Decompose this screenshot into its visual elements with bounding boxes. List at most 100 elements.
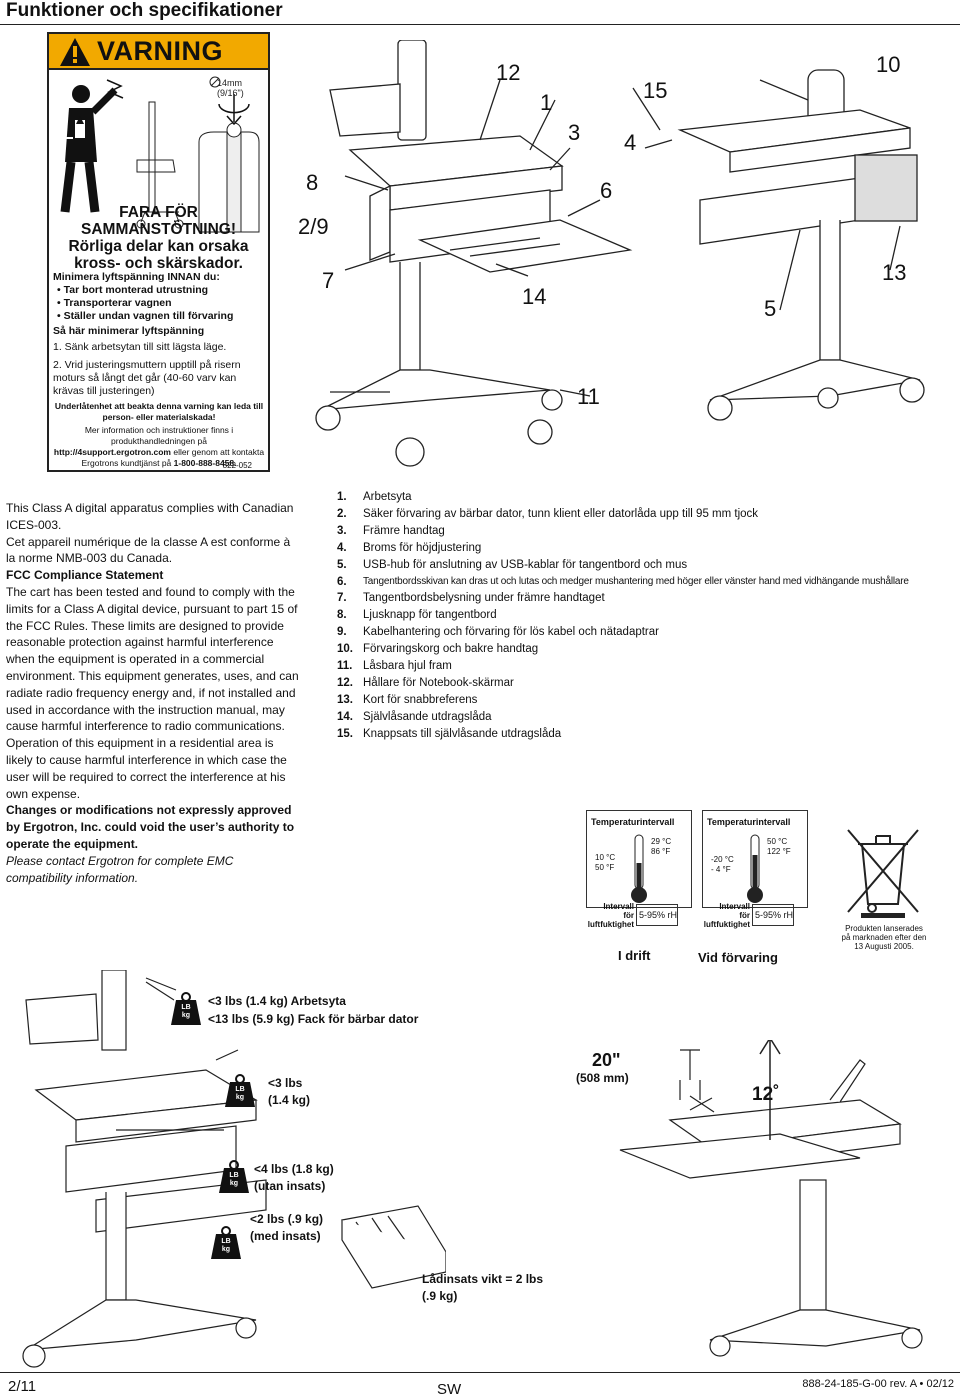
weight-unit-kg: kg [181, 1012, 191, 1019]
weight-unit-lb: LB [229, 1172, 239, 1179]
page-title: Funktioner och specifikationer [6, 0, 283, 21]
fcc-statement: The cart has been tested and found to co… [6, 584, 299, 801]
more-info-text: eller genom att kontakta Ergotrons kundt… [81, 447, 265, 468]
weight-unit-kg: kg [235, 1094, 245, 1101]
legend-item: 9. Kabelhantering och förvaring för lös k… [337, 624, 957, 641]
weight-drawer-no-insert: <4 lbs (1.8 kg) [254, 1162, 334, 1176]
danger-heading: FARA FÖR SAMMANSTÖTNING! Rörliga delar k… [49, 204, 268, 272]
wrench-size-label: 14mm (9/16") [217, 78, 244, 98]
weight-drawer-insert: <2 lbs (.9 kg) [250, 1212, 324, 1226]
humidity-label-line: för [739, 911, 750, 920]
bullet-text: Ställer undan vagnen till förvaring [63, 310, 234, 322]
temp-high-c: 50 °C [767, 837, 788, 846]
height-range: 20" [592, 1050, 621, 1070]
failure-warning: Underlåtenhet att beakta denna varning k… [54, 401, 264, 422]
legend-text: Tangentbordsskivan kan dras ut och lutas… [363, 575, 909, 587]
humidity-label-line: Intervall [719, 902, 750, 911]
humidity-range: 5-95% rH [752, 904, 794, 926]
warning-triangle-icon [60, 38, 90, 66]
danger-line: Rörliga delar kan orsaka [68, 238, 249, 255]
weight-keyboard-tray-kg: (1.4 kg) [268, 1093, 311, 1107]
legend-text: Tangentbordsbelysning under främre handt… [363, 592, 605, 605]
legend-item: 14.Självlåsande utdragslåda [337, 709, 957, 726]
legend-number: 12. [337, 676, 353, 689]
compliance-text: This Class A digital apparatus complies … [6, 500, 302, 886]
danger-line: SAMMANSTÖTNING! [81, 221, 236, 238]
temp-high-f: 86 °F [651, 847, 671, 856]
legend-item: 13.Kort för snabbreferens [337, 692, 957, 709]
feature-legend: 1. Arbetsyta 2. Säker förvaring av bärbar d… [337, 489, 957, 743]
humidity-label: Intervall för luftfuktighet [586, 902, 634, 929]
weight-icon [211, 1226, 241, 1259]
height-range-mm: (508 mm) [576, 1071, 629, 1085]
legend-text: Kabelhantering och förvaring för lös kab… [363, 626, 659, 639]
callout-2-9: 2/9 [298, 214, 329, 239]
legend-item: 15.Knappsats till självlåsande utdragslå… [337, 726, 957, 743]
more-info-text: Mer information och instruktioner finns … [84, 425, 234, 446]
weight-worksurface: <3 lbs (1.4 kg) Arbetsyta [208, 994, 346, 1008]
page-number: 2/11 [8, 1378, 37, 1395]
legend-text: Förvaringskorg och bakre handtag [363, 643, 539, 656]
how-to-heading: Så här minimerar lyftspänning [53, 325, 205, 337]
legend-number: 7. [337, 592, 347, 605]
legend-text: Arbetsyta [363, 491, 412, 503]
legend-number: 8. [337, 609, 347, 622]
support-phone: 1-800-888-8458. [173, 458, 237, 468]
legend-number: 11. [337, 660, 353, 673]
weight-unit-lb: LB [235, 1086, 245, 1093]
legend-text: Broms för höjdjustering [363, 541, 482, 554]
weight-laptop-tray: <13 lbs (5.9 kg) Fack för bärbar dator [208, 1012, 419, 1026]
legend-item: 4. Broms för höjdjustering [337, 540, 957, 557]
callout-6: 6 [600, 178, 613, 203]
label-code: 822-052 [222, 461, 252, 470]
callout-11: 11 [577, 384, 600, 409]
legend-item: 6.Tangentbordsskivan kan dras ut och lut… [337, 574, 957, 591]
temp-low-f: 50 °F [595, 863, 615, 872]
legend-text: Säker förvaring av bärbar dator, tunn kl… [363, 507, 759, 520]
temp-high-f: 122 °F [767, 847, 791, 856]
legend-number: 10. [337, 643, 353, 656]
humidity-label-line: för [623, 911, 634, 920]
callout-1: 1 [540, 90, 553, 115]
legend-item: 10. Förvaringskorg och bakre handtag [337, 641, 957, 658]
temp-title: Temperaturintervall [707, 817, 791, 827]
legend-number: 9. [337, 626, 347, 639]
fcc-title: FCC Compliance Statement [6, 568, 164, 583]
humidity-label-line: Intervall [603, 902, 634, 911]
legend-number: 1. [337, 491, 347, 503]
weight-icon [225, 1074, 255, 1107]
danger-line: FARA FÖR [119, 204, 198, 221]
weight-drawer-insert-note: (med insats) [250, 1229, 321, 1243]
insert-weight: Lådinsats vikt = 2 lbs [422, 1272, 544, 1286]
warning-bullet: • Ställer undan vagnen till förvaring [57, 310, 234, 322]
legend-number: 2. [337, 507, 347, 520]
nmb-statement: Cet appareil numérique de la classe A es… [6, 534, 291, 566]
callout-15: 15 [643, 78, 668, 103]
storage-caption: Vid förvaring [698, 950, 778, 965]
weight-icon [171, 992, 201, 1025]
thermometer-icon [631, 834, 647, 903]
temp-low-c: 10 °C [595, 853, 616, 862]
weee-bin-icon [847, 829, 919, 918]
language-code: SW [437, 1381, 462, 1398]
warning-heading: VARNING [97, 36, 224, 66]
callout-10: 10 [876, 52, 901, 77]
minimize-intro: Minimera lyftspänning INNAN du: [53, 271, 220, 283]
weight-icon [219, 1160, 249, 1193]
callout-13: 13 [882, 260, 907, 285]
legend-text: Låsbara hjul fram [363, 660, 452, 673]
warning-header: VARNING [49, 34, 268, 70]
callout-7: 7 [322, 268, 335, 293]
humidity-label-line: luftfuktighet [587, 920, 634, 929]
legend-number: 4. [337, 541, 347, 554]
warning-label: VARNING 14mm (9/16") FARA FÖR SAMMANSTÖT… [47, 32, 270, 472]
legend-item: 1. Arbetsyta [337, 489, 957, 506]
legend-text: Främre handtag [363, 524, 445, 537]
document-number: 888-24-185-G-00 rev. A • 02/12 [802, 1378, 954, 1390]
callout-12: 12 [496, 60, 521, 85]
emc-contact: Please contact Ergotron for complete EMC… [6, 853, 234, 885]
humidity-range: 5-95% rH [636, 904, 678, 926]
more-info: Mer information och instruktioner finns … [53, 425, 265, 469]
warning-bullet: • Transporterar vagnen [57, 297, 172, 309]
